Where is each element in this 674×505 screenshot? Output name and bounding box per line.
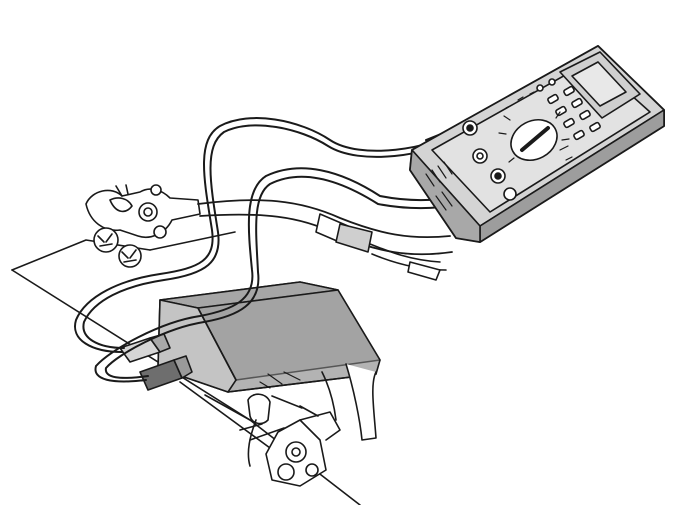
bolt-icon (93, 227, 142, 268)
meter-buttons (536, 78, 601, 141)
engine-bracket-icon (85, 184, 201, 239)
hose-icon (197, 199, 453, 281)
engine-bracket-icon (239, 371, 341, 487)
meter-jacks (462, 120, 517, 201)
rotary-dial-icon (498, 111, 570, 163)
connector-plug-icon (119, 333, 193, 391)
multimeter-icon (409, 45, 665, 243)
meter-grip (425, 161, 453, 211)
